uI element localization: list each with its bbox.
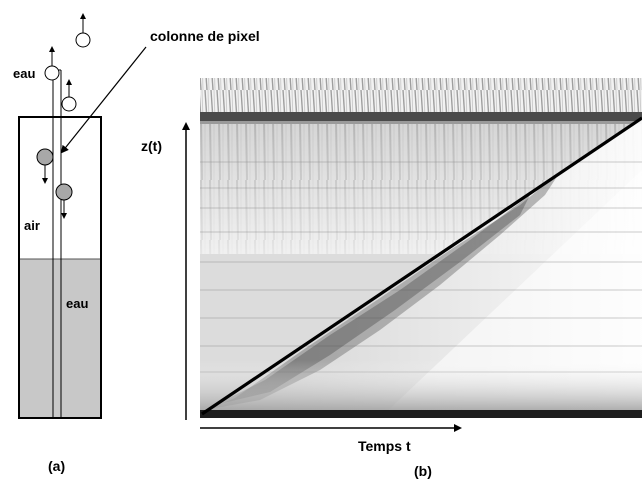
label-water-bottom: eau xyxy=(66,296,89,311)
water-region xyxy=(19,259,101,418)
trajectory-fit-line xyxy=(201,116,642,416)
callout-arrow xyxy=(60,46,147,154)
bubble-rising-1 xyxy=(75,32,91,48)
panel-b xyxy=(182,78,642,432)
z-axis-label: z(t) xyxy=(141,138,162,154)
image-bottom-band xyxy=(200,410,642,418)
label-air: air xyxy=(24,218,40,233)
droplet-falling-1 xyxy=(36,148,54,166)
droplet-falling-2 xyxy=(55,183,73,201)
time-axis-label: Temps t xyxy=(358,438,411,454)
caption-a: (a) xyxy=(48,458,66,474)
image-top-band xyxy=(200,78,642,112)
callout-label-pixel-column: colonne de pixel xyxy=(150,28,260,44)
label-water-top: eau xyxy=(13,66,36,81)
container-box xyxy=(18,116,102,419)
bubble-rising-2 xyxy=(44,65,60,81)
caption-b: (b) xyxy=(414,463,432,479)
bubble-rising-3 xyxy=(61,96,77,112)
panel-a xyxy=(18,13,147,419)
spatiotemporal-image xyxy=(200,78,642,418)
